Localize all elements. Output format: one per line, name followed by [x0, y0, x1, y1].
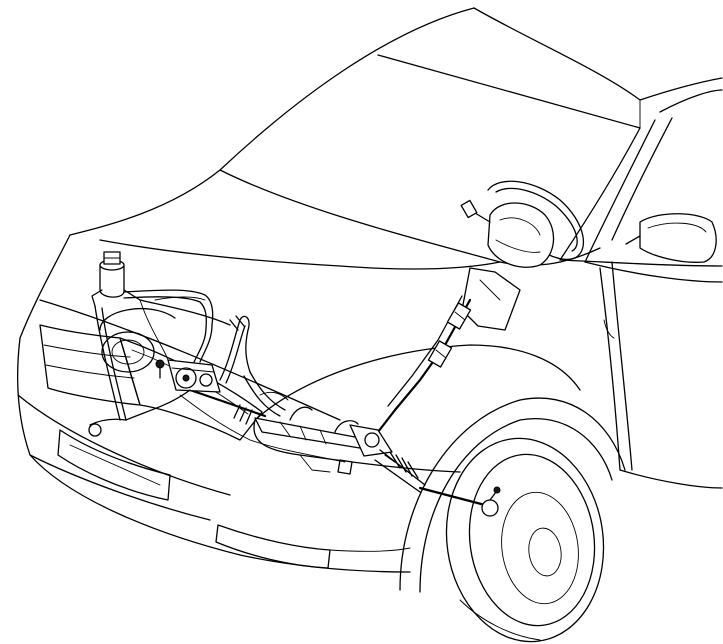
- side-window: [659, 89, 723, 113]
- wheel-arch: [399, 397, 626, 591]
- windshield-base: [219, 169, 601, 266]
- grille: [39, 324, 141, 406]
- universal-joint-lower: [427, 340, 453, 368]
- engine-bay-detail: [139, 296, 346, 473]
- power-steering-pump: [155, 359, 221, 393]
- front-wheel: [399, 397, 626, 643]
- pressure-hose: [123, 289, 214, 363]
- side-mirror: [625, 213, 717, 263]
- door-front-edge: [599, 267, 621, 471]
- windshield-top: [377, 54, 641, 129]
- intermediate-shaft: [376, 298, 472, 434]
- headlamp: [119, 337, 263, 441]
- return-line: [88, 299, 231, 437]
- steering-gear-rack: [188, 388, 501, 517]
- brake-booster: [99, 307, 176, 373]
- lower-intake: [57, 429, 171, 501]
- tie-rod-right: [418, 486, 487, 507]
- a-pillar: [559, 127, 641, 261]
- roof-line: [69, 7, 475, 236]
- hood-cutaway: [254, 344, 581, 421]
- rack-boot-right: [384, 451, 419, 479]
- power-steering-reservoir: [91, 251, 141, 307]
- car-body: [17, 7, 723, 573]
- steering-wheel-assembly: [376, 180, 584, 434]
- belt-line: [559, 259, 723, 267]
- hood-crease: [99, 239, 501, 270]
- rack-boot-left: [233, 404, 253, 425]
- tie-rod-left: [188, 388, 227, 404]
- hood-front-edge: [19, 234, 71, 339]
- roof-right-edge: [473, 7, 723, 101]
- return-hose: [219, 315, 286, 417]
- steering-hub: [487, 202, 555, 268]
- front-bumper: [17, 324, 411, 573]
- universal-joint-upper: [446, 302, 472, 330]
- column-shroud: [461, 267, 521, 331]
